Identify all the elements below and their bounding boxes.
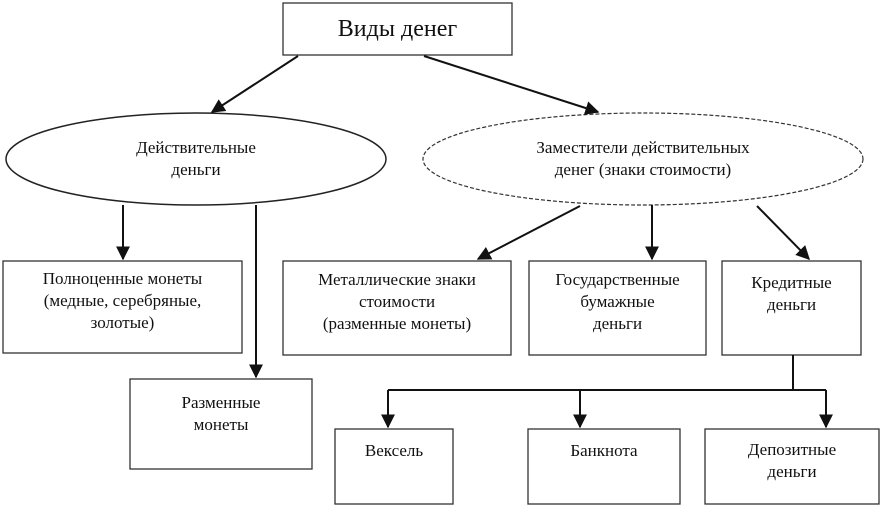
deposit-money-box bbox=[704, 428, 880, 505]
credit-money-box bbox=[721, 260, 862, 356]
root-label: Виды денег bbox=[337, 16, 458, 42]
real-money-label: Действительные деньги bbox=[136, 138, 256, 179]
state-paper-box bbox=[528, 260, 707, 356]
deposit-money-label: Депозитные деньги bbox=[747, 440, 837, 481]
arrow-sub-to-credit bbox=[756, 205, 810, 260]
arrow-root-to-real bbox=[210, 55, 299, 113]
credit-money-label: Кредитные деньги bbox=[751, 273, 832, 314]
root-box bbox=[282, 2, 513, 56]
substitutes-ellipse bbox=[422, 112, 864, 206]
real-money-ellipse bbox=[5, 112, 387, 206]
banknote-box bbox=[527, 428, 681, 505]
state-paper-label: Государственные бумажные деньги bbox=[555, 270, 680, 333]
full-coins-box bbox=[2, 260, 243, 354]
bill-label: Вексель bbox=[364, 441, 424, 460]
change-coins-box bbox=[129, 378, 313, 470]
banknote-label: Банкнота bbox=[570, 441, 638, 460]
bill-box bbox=[334, 428, 454, 505]
metal-tokens-box bbox=[282, 260, 512, 356]
arrow-root-to-substitutes bbox=[423, 55, 600, 115]
change-coins-label: Разменные монеты bbox=[181, 393, 261, 434]
substitutes-label: Заместители действительных денег (знаки … bbox=[536, 138, 750, 179]
full-coins-label: Полноценные монеты (медные, серебряные, … bbox=[42, 269, 203, 332]
arrow-sub-to-metal bbox=[476, 205, 581, 260]
metal-tokens-label: Металлические знаки стоимости (разменные… bbox=[318, 270, 476, 333]
